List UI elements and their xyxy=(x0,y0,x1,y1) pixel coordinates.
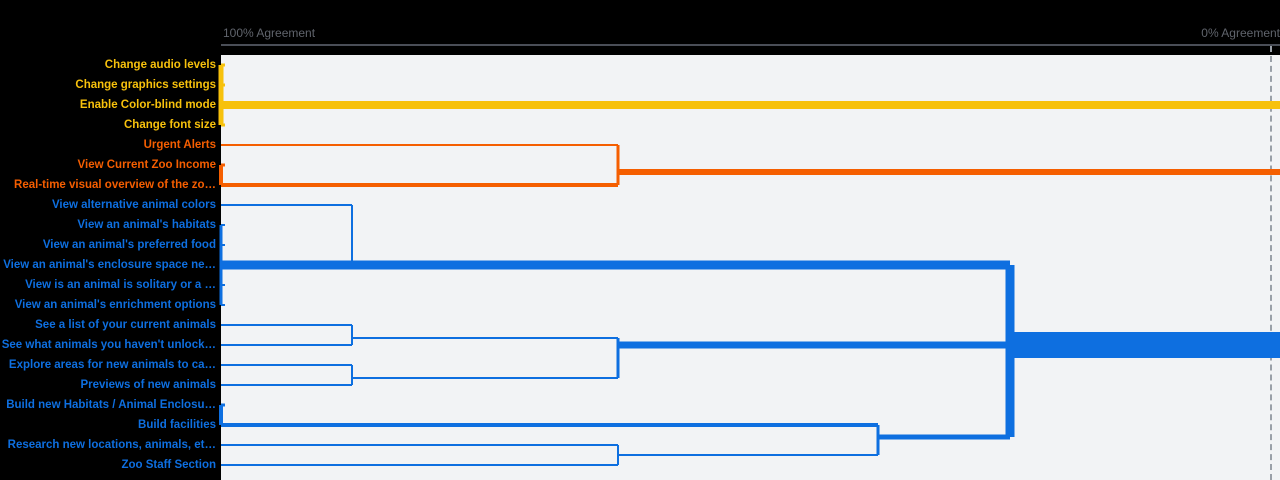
leaf-label[interactable]: Zoo Staff Section xyxy=(121,459,216,471)
leaf-label[interactable]: View an animal's enclosure space ne… xyxy=(3,259,216,271)
leaf-label[interactable]: Explore areas for new animals to ca… xyxy=(8,359,216,371)
axis-label-left: 100% Agreement xyxy=(223,26,316,40)
leaf-label[interactable]: Enable Color-blind mode xyxy=(79,99,216,111)
leaf-label[interactable]: Build facilities xyxy=(138,419,216,431)
plot-background xyxy=(221,55,1280,480)
leaf-label[interactable]: View an animal's preferred food xyxy=(42,239,216,251)
leaf-label[interactable]: See a list of your current animals xyxy=(35,319,216,331)
top-axis-line xyxy=(221,44,1280,46)
leaf-label[interactable]: Build new Habitats / Animal Enclosu… xyxy=(6,399,216,411)
leaf-label[interactable]: View an animal's enrichment options xyxy=(14,299,216,311)
leaf-label[interactable]: Change font size xyxy=(123,119,216,131)
axis-label-right: 0% Agreement xyxy=(1201,26,1280,40)
leaf-label[interactable]: Urgent Alerts xyxy=(143,139,216,151)
leaf-label[interactable]: Change graphics settings xyxy=(75,79,216,91)
leaf-label[interactable]: See what animals you haven't unlock… xyxy=(1,339,216,351)
leaf-label[interactable]: Previews of new animals xyxy=(80,379,216,391)
leaf-label[interactable]: Research new locations, animals, et… xyxy=(7,439,216,451)
leaf-label[interactable]: View Current Zoo Income xyxy=(77,159,216,171)
leaf-label[interactable]: Real-time visual overview of the zo… xyxy=(14,179,216,191)
leaf-label[interactable]: View an animal's habitats xyxy=(77,219,216,231)
leaf-label[interactable]: View alternative animal colors xyxy=(51,199,216,211)
cut-line[interactable] xyxy=(1270,46,1272,480)
leaf-label[interactable]: View is an animal is solitary or a … xyxy=(25,279,216,291)
leaf-label[interactable]: Change audio levels xyxy=(104,59,216,71)
